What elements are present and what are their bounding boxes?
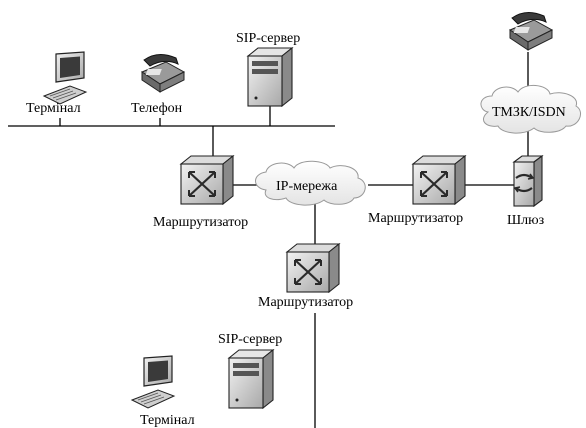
gateway-icon <box>512 154 544 208</box>
sip-server-top-label: SIP-сервер <box>236 31 300 46</box>
ip-cloud-label: IP-мережа <box>276 179 338 194</box>
computer-icon <box>130 355 176 409</box>
router-bottom-label: Маршрутизатор <box>258 295 353 310</box>
gateway-label: Шлюз <box>507 213 545 228</box>
computer-icon <box>42 51 88 105</box>
router-icon <box>285 242 341 294</box>
telephone-top-label: Телефон <box>131 101 183 116</box>
sip-server-bottom-label: SIP-сервер <box>218 332 282 347</box>
telephone-icon <box>508 12 554 51</box>
server-icon <box>246 46 294 108</box>
cloud-icon <box>255 160 366 206</box>
router-icon <box>411 154 467 206</box>
telephone-icon <box>140 54 186 93</box>
connections <box>8 52 529 428</box>
terminal-top-label: Термінал <box>26 101 81 116</box>
cloud-icon <box>480 85 581 134</box>
server-icon <box>227 348 275 410</box>
terminal-bottom-label: Термінал <box>140 413 195 428</box>
router-right-label: Маршрутизатор <box>368 211 463 226</box>
pstn-cloud-label: ТМЗК/ISDN <box>492 105 566 120</box>
router-icon <box>179 154 235 206</box>
router-left-label: Маршрутизатор <box>153 215 248 230</box>
